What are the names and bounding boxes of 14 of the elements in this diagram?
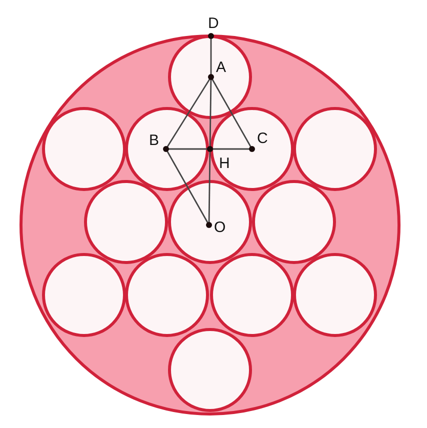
line-segment: [209, 77, 212, 149]
line-segment: [210, 76, 253, 150]
line-segment: [210, 148, 252, 150]
line-segment: [165, 148, 210, 226]
line-segment: [208, 149, 211, 225]
point-label: C: [257, 131, 268, 146]
line-segment: [166, 148, 210, 150]
point-label: H: [219, 156, 230, 171]
point-label: D: [208, 16, 219, 31]
point-label: B: [149, 133, 160, 148]
point-label: A: [216, 60, 226, 75]
line-segment: [165, 76, 212, 150]
point-label: O: [214, 220, 226, 235]
line-segment: [210, 36, 212, 77]
